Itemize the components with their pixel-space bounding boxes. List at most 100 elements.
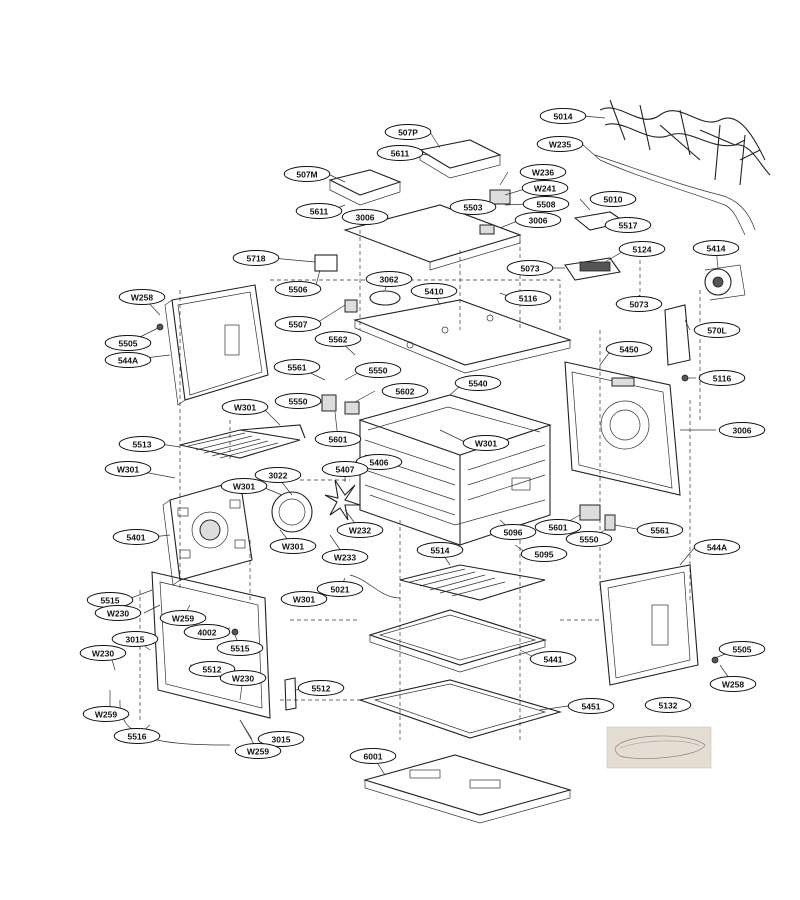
part-tag-5550: 5550 xyxy=(274,393,322,409)
part-number-label: 5550 xyxy=(289,397,308,407)
part-tag-5073: 5073 xyxy=(615,296,663,312)
part-number-label: 5513 xyxy=(133,440,152,450)
part-number-label: 5515 xyxy=(231,644,250,654)
part-tag-6001: 6001 xyxy=(349,748,397,764)
part-tag-5450: 5450 xyxy=(605,341,653,357)
part-tag-outline xyxy=(257,731,305,747)
part-tag-outline xyxy=(514,212,562,228)
part-tag-outline xyxy=(410,283,458,299)
part-tag-outline xyxy=(283,166,331,182)
part-tag-outline xyxy=(354,362,402,378)
part-number-label: 5414 xyxy=(707,244,726,254)
part-number-label: 5562 xyxy=(329,335,348,345)
part-tag-3006: 3006 xyxy=(341,209,389,225)
part-number-label: 5407 xyxy=(336,465,355,475)
part-tag-outline xyxy=(254,467,302,483)
part-tag-outline xyxy=(604,217,652,233)
part-tag-w230: W230 xyxy=(219,670,267,686)
part-tag-w258: W258 xyxy=(709,676,757,692)
part-tag-outline xyxy=(159,610,207,626)
part-tag-w259: W259 xyxy=(82,706,130,722)
part-tag-w301: W301 xyxy=(269,538,317,554)
part-number-label: W258 xyxy=(131,293,153,303)
part-number-label: W301 xyxy=(293,595,315,605)
part-number-label: 3015 xyxy=(126,635,145,645)
part-tag-outline xyxy=(636,522,684,538)
part-number-label: 507P xyxy=(398,128,418,138)
part-number-label: 5561 xyxy=(651,526,670,536)
part-tag-outline xyxy=(220,478,268,494)
part-number-label: 544A xyxy=(707,543,727,553)
part-tag-outline xyxy=(104,352,152,368)
part-tag-5132: 5132 xyxy=(644,697,692,713)
part-tag-outline xyxy=(565,531,613,547)
misc-small-parts xyxy=(156,323,719,664)
part-number-label: 3006 xyxy=(733,426,752,436)
part-tag-outline xyxy=(365,271,413,287)
part-tag-5602: 5602 xyxy=(381,383,429,399)
part-tag-outline xyxy=(274,316,322,332)
part-number-label: 6001 xyxy=(364,752,383,762)
part-tag-outline xyxy=(489,524,537,540)
part-tag-5601: 5601 xyxy=(534,519,582,535)
part-tag-5562: 5562 xyxy=(314,331,362,347)
part-number-label: W230 xyxy=(92,649,114,659)
part-tag-507p: 507P xyxy=(384,124,432,140)
part-number-label: 5010 xyxy=(604,195,623,205)
part-tag-outline xyxy=(321,461,369,477)
part-number-label: W259 xyxy=(247,747,269,757)
part-tag-5014: 5014 xyxy=(539,108,587,124)
part-number-label: 5561 xyxy=(288,363,307,373)
part-number-label: 5512 xyxy=(312,684,331,694)
part-tag-5601: 5601 xyxy=(314,431,362,447)
part-tag-outline xyxy=(104,335,152,351)
part-tag-outline xyxy=(295,203,343,219)
right-side-panel xyxy=(599,564,699,686)
part-tag-outline xyxy=(698,370,746,386)
part-tag-4002: 4002 xyxy=(183,624,231,640)
part-tag-outline xyxy=(416,542,464,558)
part-tag-outline xyxy=(454,375,502,391)
part-tag-5010: 5010 xyxy=(589,191,637,207)
part-tag-outline xyxy=(269,538,317,554)
part-number-label: 5410 xyxy=(425,287,444,297)
part-tag-outline xyxy=(118,289,166,305)
part-tag-3015: 3015 xyxy=(257,731,305,747)
part-number-label: 5124 xyxy=(633,245,652,255)
front-frame xyxy=(119,571,297,746)
broil-element xyxy=(179,424,306,459)
part-tag-5550: 5550 xyxy=(354,362,402,378)
part-tag-outline xyxy=(506,260,554,276)
bottom-cover xyxy=(357,679,562,739)
part-number-label: 5611 xyxy=(310,207,329,217)
part-number-label: 5505 xyxy=(119,339,138,349)
part-number-label: 5406 xyxy=(370,458,389,468)
top-controls xyxy=(314,139,746,366)
part-tag-w301: W301 xyxy=(462,435,510,451)
part-number-label: 3022 xyxy=(269,471,288,481)
part-number-label: 5514 xyxy=(431,546,450,556)
part-tag-outline xyxy=(376,145,424,161)
part-tag-outline xyxy=(534,519,582,535)
part-tag-outline xyxy=(519,164,567,180)
part-number-label: 5517 xyxy=(619,221,638,231)
part-tag-outline xyxy=(692,240,740,256)
part-tag-outline xyxy=(336,522,384,538)
part-tag-outline xyxy=(341,209,389,225)
part-number-label: 5451 xyxy=(582,702,601,712)
part-tag-w241: W241 xyxy=(521,180,569,196)
assembly-guide-lines xyxy=(139,230,701,740)
part-number-label: W259 xyxy=(172,614,194,624)
part-number-label: 5506 xyxy=(289,285,308,295)
part-tag-outline xyxy=(539,108,587,124)
part-tag-5515: 5515 xyxy=(86,592,134,608)
part-tag-w301: W301 xyxy=(220,478,268,494)
part-number-label: W258 xyxy=(722,680,744,690)
part-number-label: 544A xyxy=(118,356,138,366)
part-tag-outline xyxy=(232,250,280,266)
part-number-label: W301 xyxy=(233,482,255,492)
part-tag-outline xyxy=(384,124,432,140)
